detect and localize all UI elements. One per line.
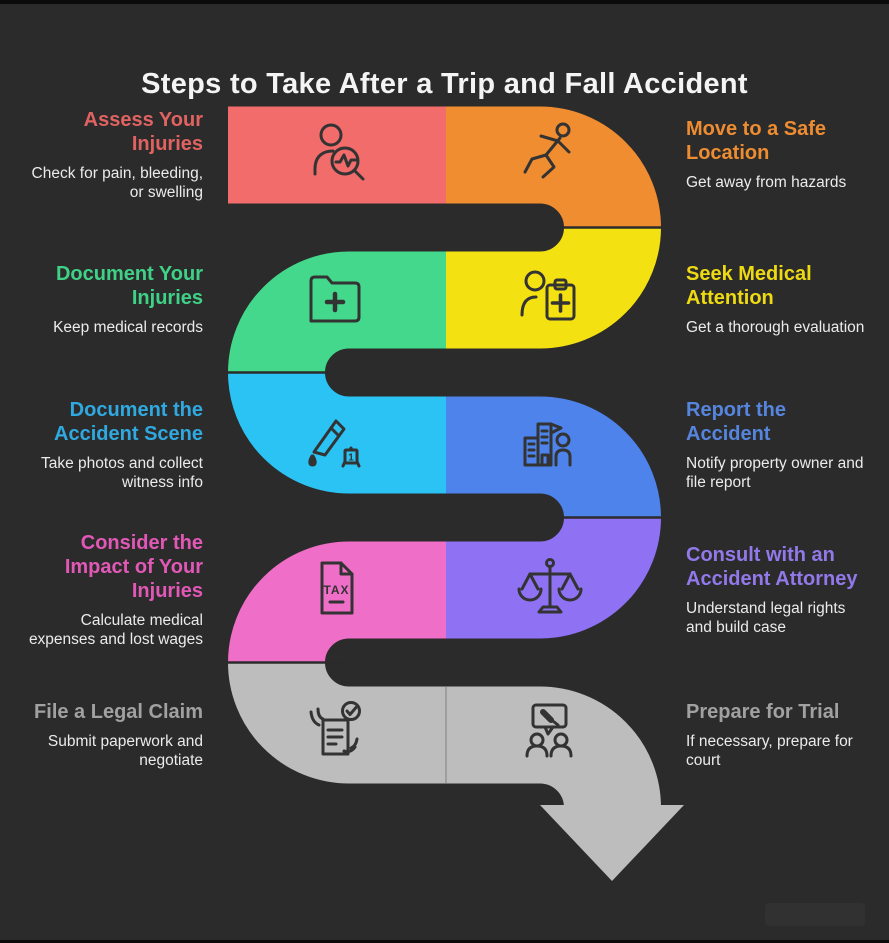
- segment-document: [446, 225, 661, 349]
- step-label-file-legal-claim: File a Legal Claim Submit paperwork and …: [0, 686, 203, 784]
- running-person-icon: [523, 122, 571, 179]
- step-desc: Submit paperwork and negotiate: [47, 732, 203, 769]
- top-edge-bar: [0, 0, 889, 4]
- step-desc: Notify property owner and file report: [686, 454, 864, 491]
- svg-text:TAX: TAX: [323, 583, 349, 597]
- evidence-knife-marker-icon: 1: [308, 419, 361, 468]
- step-title: Consider the Impact of Your Injuries: [64, 531, 203, 602]
- step-desc: Understand legal rights and build case: [686, 599, 846, 636]
- step-desc: Keep medical records: [53, 319, 203, 337]
- step-title: File a Legal Claim: [34, 700, 203, 723]
- watermark-area: [765, 903, 865, 926]
- step-desc: Get a thorough evaluation: [686, 319, 865, 337]
- step-desc: Take photos and collect witness info: [41, 454, 203, 491]
- page-title: Steps to Take After a Trip and Fall Acci…: [141, 68, 748, 101]
- medical-folder-icon: [309, 275, 361, 323]
- step-label-consider-impact: Consider the Impact of Your Injuries Cal…: [0, 532, 203, 648]
- person-medical-clipboard-icon: [520, 270, 576, 321]
- step-label-move-safe-location: Move to a Safe Location Get away from ha…: [686, 106, 889, 204]
- step-title: Document Your Injuries: [55, 263, 203, 310]
- step-label-seek-medical-attention: Seek Medical Attention Get a thorough ev…: [686, 251, 889, 349]
- segment-move: [446, 106, 661, 230]
- svg-text:1: 1: [348, 453, 354, 464]
- building-person-icon: [523, 422, 572, 467]
- segment-claim-trial: [228, 660, 661, 810]
- tax-document-icon: TAX: [320, 561, 354, 615]
- trial-discussion-gavel-icon: [525, 703, 573, 758]
- step-label-document-accident-scene: Document the Accident Scene Take photos …: [0, 396, 203, 494]
- step-desc: If necessary, prepare for court: [686, 732, 853, 769]
- step-title: Report the Accident: [686, 398, 786, 445]
- step-title: Seek Medical Attention: [686, 263, 812, 310]
- step-label-assess-injuries: Assess Your Injuries Check for pain, ble…: [0, 106, 203, 204]
- segment-scene: [228, 370, 446, 494]
- bottom-edge-bar: [0, 940, 889, 943]
- step-title: Document the Accident Scene: [54, 398, 203, 445]
- step-label-report-accident: Report the Accident Notify property owne…: [686, 396, 889, 494]
- step-label-prepare-for-trial: Prepare for Trial If necessary, prepare …: [686, 686, 889, 784]
- claim-document-check-icon: [309, 701, 361, 756]
- step-title: Assess Your Injuries: [83, 108, 203, 155]
- step-label-document-injuries: Document Your Injuries Keep medical reco…: [0, 251, 203, 349]
- step-desc: Calculate medical expenses and lost wage…: [28, 611, 203, 648]
- person-magnifier-pulse-icon: [313, 123, 365, 181]
- step-desc: Get away from hazards: [686, 174, 847, 192]
- step-title: Prepare for Trial: [686, 700, 840, 723]
- justice-scales-icon: [517, 558, 583, 614]
- step-title: Move to a Safe Location: [686, 118, 827, 165]
- step-desc: Check for pain, bleeding, or swelling: [31, 164, 203, 201]
- segment-impact: [228, 541, 446, 665]
- arrow-head-icon: [540, 805, 684, 881]
- step-label-consult-attorney: Consult with an Accident Attorney Unders…: [686, 541, 889, 639]
- segment-report: [446, 396, 661, 520]
- step-title: Consult with an Accident Attorney: [686, 543, 858, 590]
